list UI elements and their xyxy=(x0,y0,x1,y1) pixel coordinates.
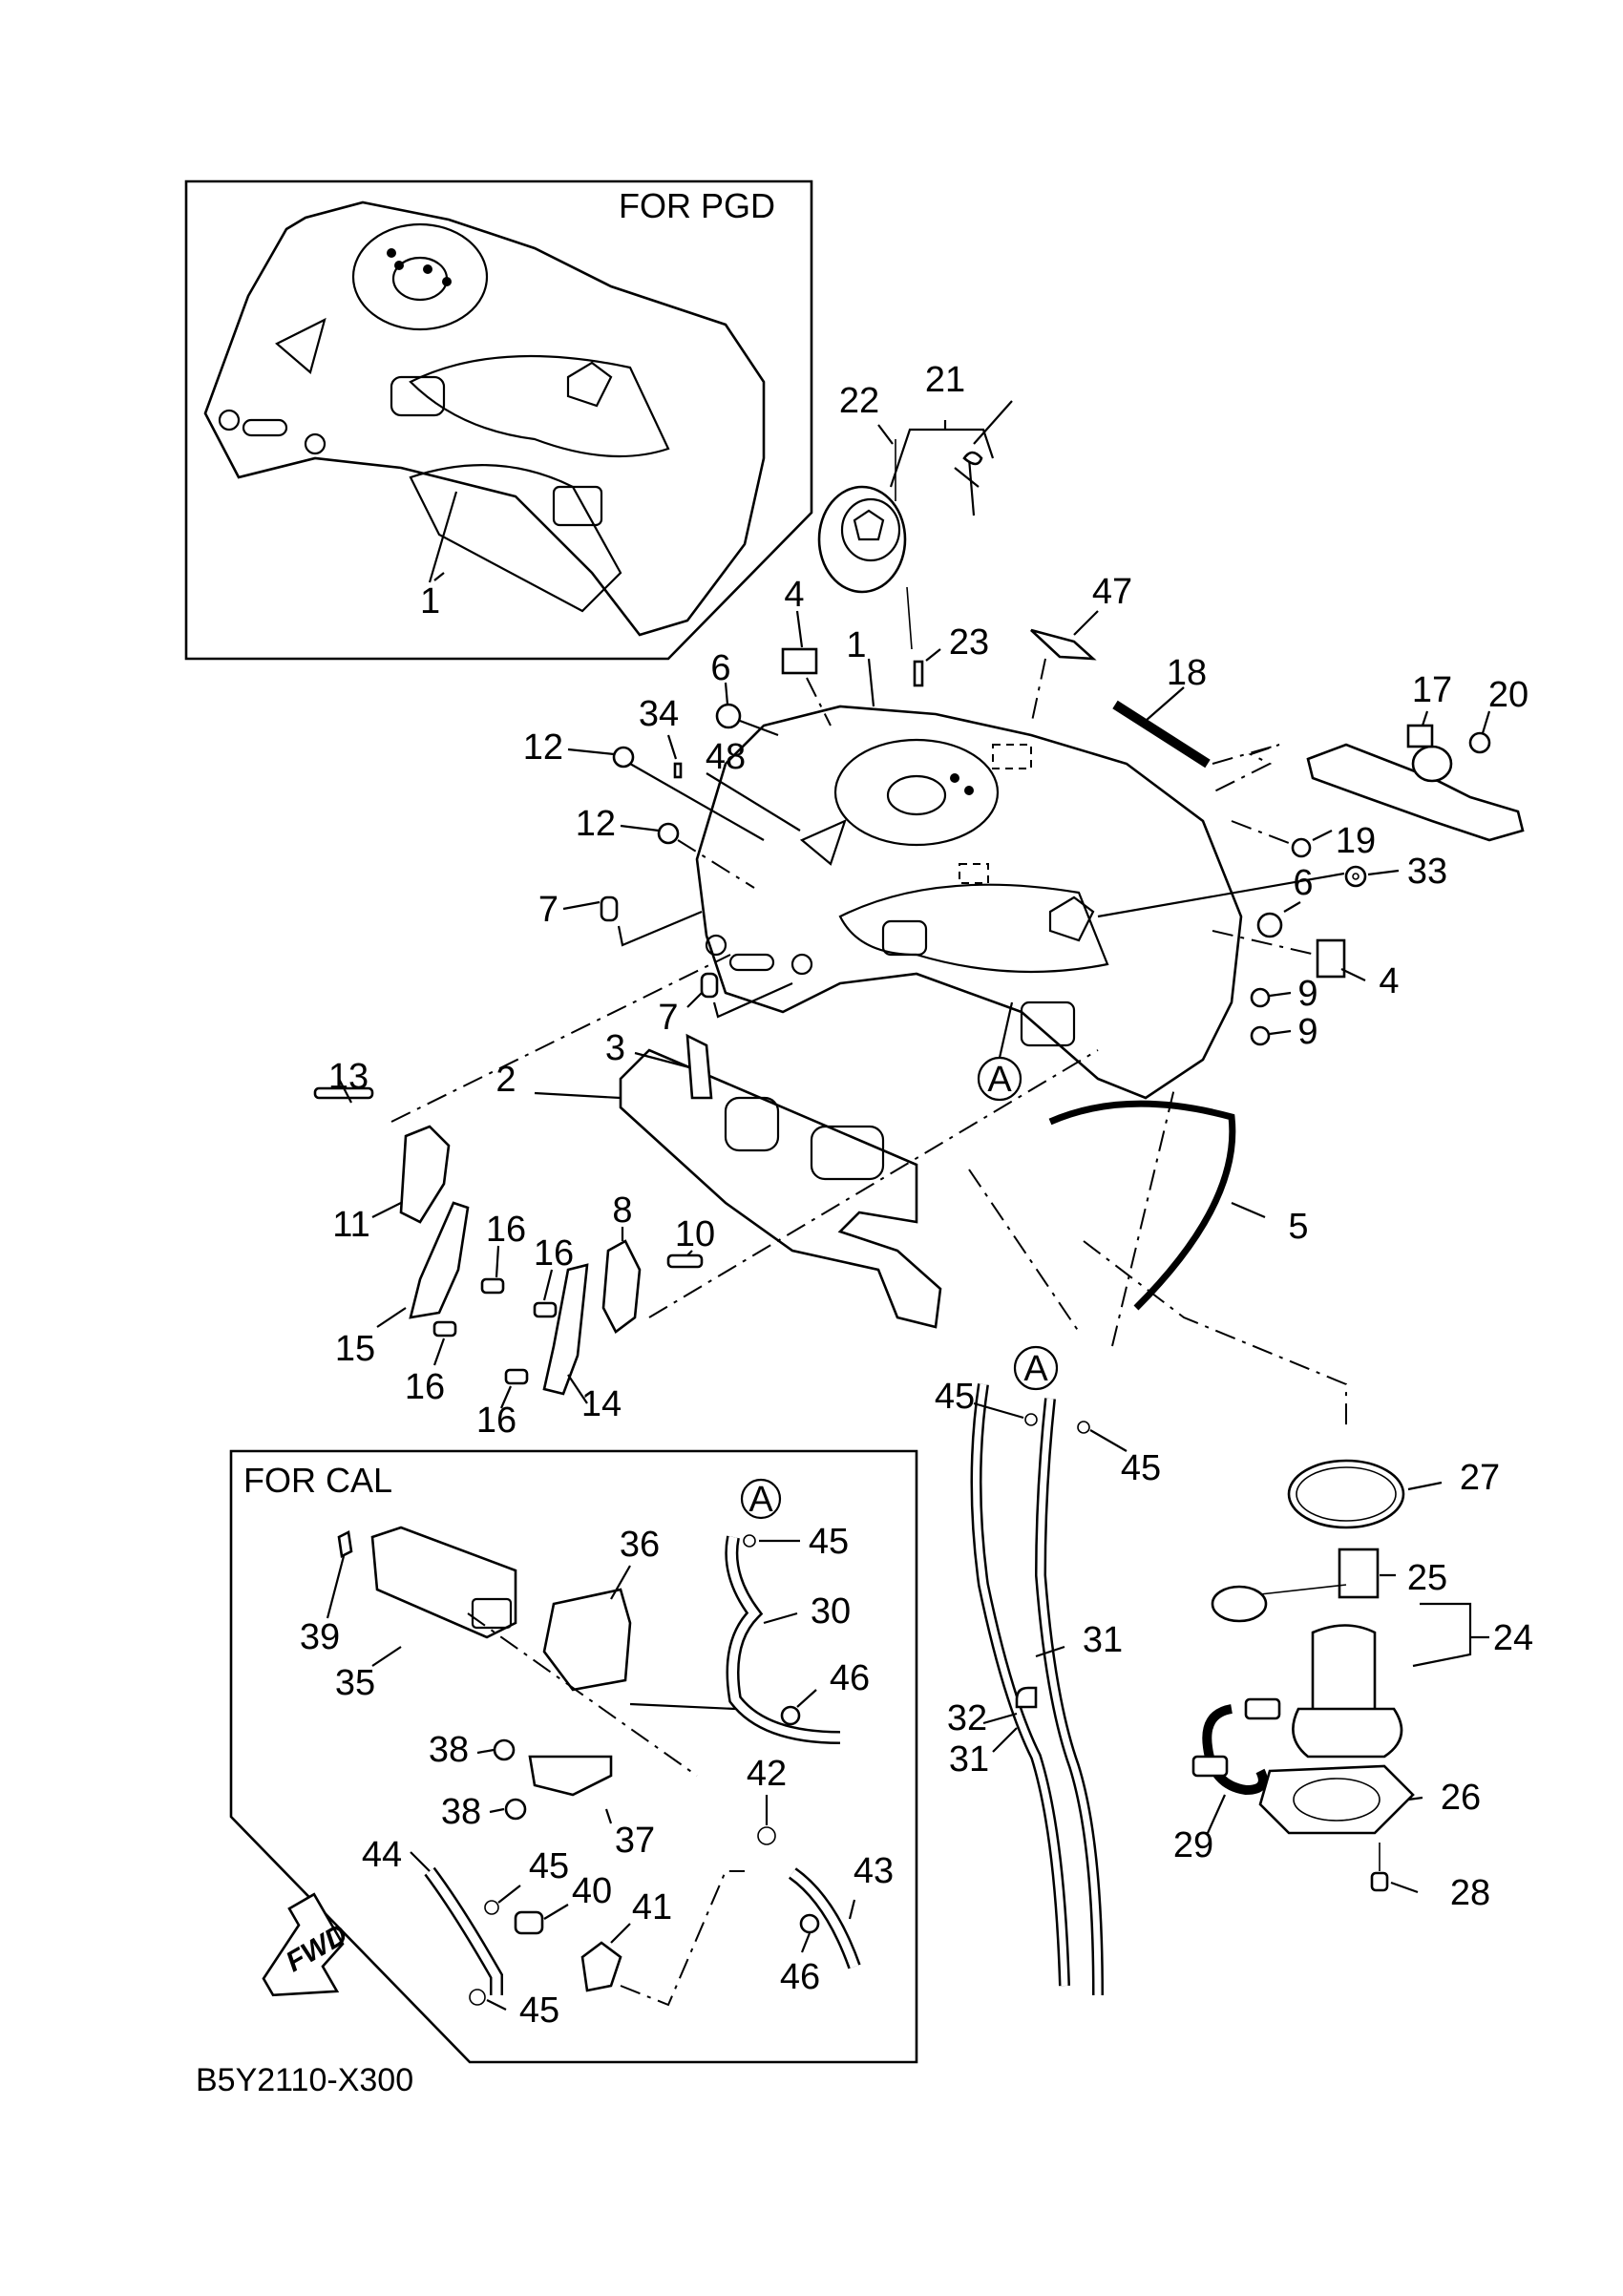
callout-14: 14 xyxy=(581,1384,622,1424)
callout-4-top: 4 xyxy=(784,575,804,615)
callout-10: 10 xyxy=(675,1214,715,1254)
callout-44: 44 xyxy=(362,1835,402,1875)
callout-12-b: 12 xyxy=(576,804,616,844)
callout-1-pgd: 1 xyxy=(420,581,440,621)
fuel-tank-pgd xyxy=(203,200,766,637)
callout-13: 13 xyxy=(328,1057,369,1097)
breather-hoses: A 45 45 31 31 32 xyxy=(935,1087,1175,1996)
callout-1: 1 xyxy=(846,625,866,665)
callout-38-a: 38 xyxy=(429,1730,469,1770)
fuel-pump-assembly: 27 25 24 29 26 28 xyxy=(1083,1240,1533,1913)
callout-34: 34 xyxy=(639,694,679,734)
callout-43: 43 xyxy=(854,1851,894,1891)
callout-6-top: 6 xyxy=(710,648,730,688)
forward-arrow-icon: FWD xyxy=(262,1892,353,1997)
callout-9-a: 9 xyxy=(1297,974,1317,1014)
inset-for-pgd: FOR PGD 1 xyxy=(184,179,813,661)
callout-24: 24 xyxy=(1493,1618,1533,1658)
callout-18: 18 xyxy=(1167,653,1207,693)
callout-38-b: 38 xyxy=(441,1792,481,1832)
callout-16-a: 16 xyxy=(486,1210,526,1250)
callout-2: 2 xyxy=(495,1060,516,1100)
connector-marker-a-hose: A xyxy=(1023,1349,1048,1389)
callout-16-b: 16 xyxy=(405,1367,445,1407)
inset-pgd-frame xyxy=(184,179,813,661)
callout-15: 15 xyxy=(335,1329,375,1369)
callout-46-b: 46 xyxy=(780,1957,820,1997)
callout-33: 33 xyxy=(1407,852,1447,892)
callout-46-a: 46 xyxy=(830,1658,870,1698)
drawing-code: B5Y2110-X300 xyxy=(196,2062,413,2098)
callout-7-a: 7 xyxy=(538,890,559,930)
callout-40: 40 xyxy=(572,1871,612,1911)
callout-45-a: 45 xyxy=(935,1377,975,1417)
callout-19: 19 xyxy=(1336,821,1376,861)
callout-39: 39 xyxy=(300,1617,340,1657)
callout-35: 35 xyxy=(335,1663,375,1703)
callout-23: 23 xyxy=(949,622,989,663)
callout-20: 20 xyxy=(1488,675,1528,715)
callout-42: 42 xyxy=(747,1754,787,1794)
callout-47: 47 xyxy=(1092,572,1132,612)
callout-32: 32 xyxy=(947,1698,987,1738)
callout-16-d: 16 xyxy=(476,1401,516,1441)
callout-28: 28 xyxy=(1450,1873,1490,1913)
callout-45-cal-a: 45 xyxy=(809,1522,849,1562)
callout-45-b: 45 xyxy=(1121,1448,1161,1488)
fuel-tank-main: 1 xyxy=(695,625,1243,1100)
callout-5: 5 xyxy=(1288,1207,1308,1247)
callout-36: 36 xyxy=(620,1525,660,1565)
callout-6-right: 6 xyxy=(1293,863,1313,903)
callout-45-cal-c: 45 xyxy=(519,1991,559,2031)
fuel-cap-assembly: 21 22 xyxy=(817,360,1013,650)
inset-cal-title: FOR CAL xyxy=(243,1461,392,1500)
callout-7-b: 7 xyxy=(658,998,678,1038)
callout-25: 25 xyxy=(1407,1558,1447,1598)
connector-marker-a-tank: A xyxy=(987,1060,1012,1100)
callout-3: 3 xyxy=(605,1028,625,1068)
callout-17: 17 xyxy=(1412,670,1452,710)
callout-31-b: 31 xyxy=(949,1739,989,1780)
tank-fasteners: 4 6 47 23 18 12 12 34 48 xyxy=(523,572,1528,1311)
callout-30: 30 xyxy=(811,1591,851,1632)
callout-41: 41 xyxy=(632,1887,672,1927)
callout-12-a: 12 xyxy=(523,727,563,768)
callout-4-right: 4 xyxy=(1379,961,1399,1001)
callout-16-c: 16 xyxy=(534,1233,574,1274)
callout-27: 27 xyxy=(1460,1458,1500,1498)
callout-9-b: 9 xyxy=(1297,1012,1317,1052)
callout-11: 11 xyxy=(332,1205,369,1245)
callout-45-cal-b: 45 xyxy=(529,1846,569,1886)
callout-31-a: 31 xyxy=(1083,1620,1123,1660)
inset-for-cal: FOR CAL 35 39 36 38 38 37 A 45 30 xyxy=(229,1449,918,2064)
callout-22: 22 xyxy=(839,381,879,421)
tank-bracket: 2 3 xyxy=(495,1028,942,1329)
inset-pgd-title: FOR PGD xyxy=(619,186,775,225)
mount-brackets: 13 11 15 16 16 16 16 14 8 10 xyxy=(313,954,1099,1441)
callout-37: 37 xyxy=(615,1821,655,1861)
callout-29: 29 xyxy=(1173,1825,1213,1865)
callout-8: 8 xyxy=(612,1190,632,1231)
connector-marker-a-cal: A xyxy=(748,1480,773,1520)
callout-48: 48 xyxy=(706,737,746,777)
inset-cal-frame xyxy=(229,1449,918,2064)
callout-26: 26 xyxy=(1441,1778,1481,1818)
callout-21: 21 xyxy=(925,360,965,400)
